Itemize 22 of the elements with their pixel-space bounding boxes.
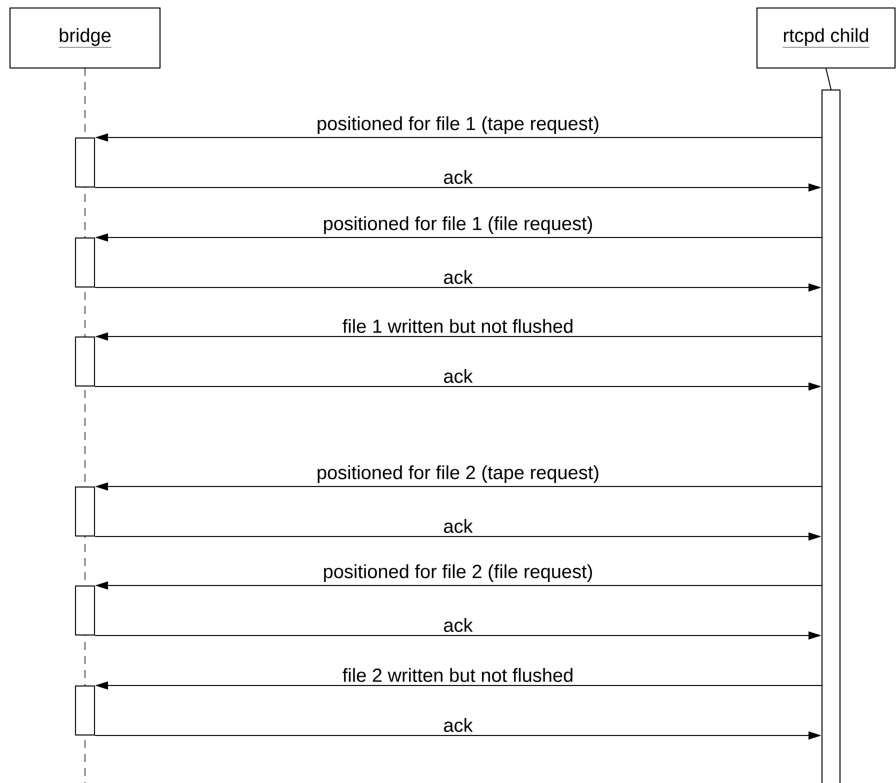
message-label: file 1 written but not flushed xyxy=(342,319,572,333)
activation-box xyxy=(75,686,95,736)
activation-box xyxy=(75,138,95,188)
activation-box xyxy=(75,486,95,536)
lifeline-header: rtcpd child xyxy=(756,8,896,68)
message-label: ack xyxy=(444,170,473,184)
message-label: positioned for file 2 (tape request) xyxy=(318,465,598,483)
activation-box xyxy=(75,586,95,636)
message-label: ack xyxy=(444,519,473,533)
message-label: ack xyxy=(444,718,473,732)
message-label: positioned for file 1 (tape request) xyxy=(318,116,598,134)
message-label: positioned for file 1 (file request) xyxy=(324,216,592,234)
message-label: ack xyxy=(444,369,473,383)
activation-box xyxy=(75,238,95,288)
message-label: positioned for file 2 (file request) xyxy=(324,564,592,582)
lifeline-header: bridge xyxy=(10,8,160,68)
message-label: ack xyxy=(444,270,473,284)
activation-bar xyxy=(822,90,840,783)
message-label: file 2 written but not flushed xyxy=(342,668,572,682)
lifeline xyxy=(826,68,832,90)
activation-box xyxy=(75,336,95,386)
message-label: ack xyxy=(444,618,473,632)
